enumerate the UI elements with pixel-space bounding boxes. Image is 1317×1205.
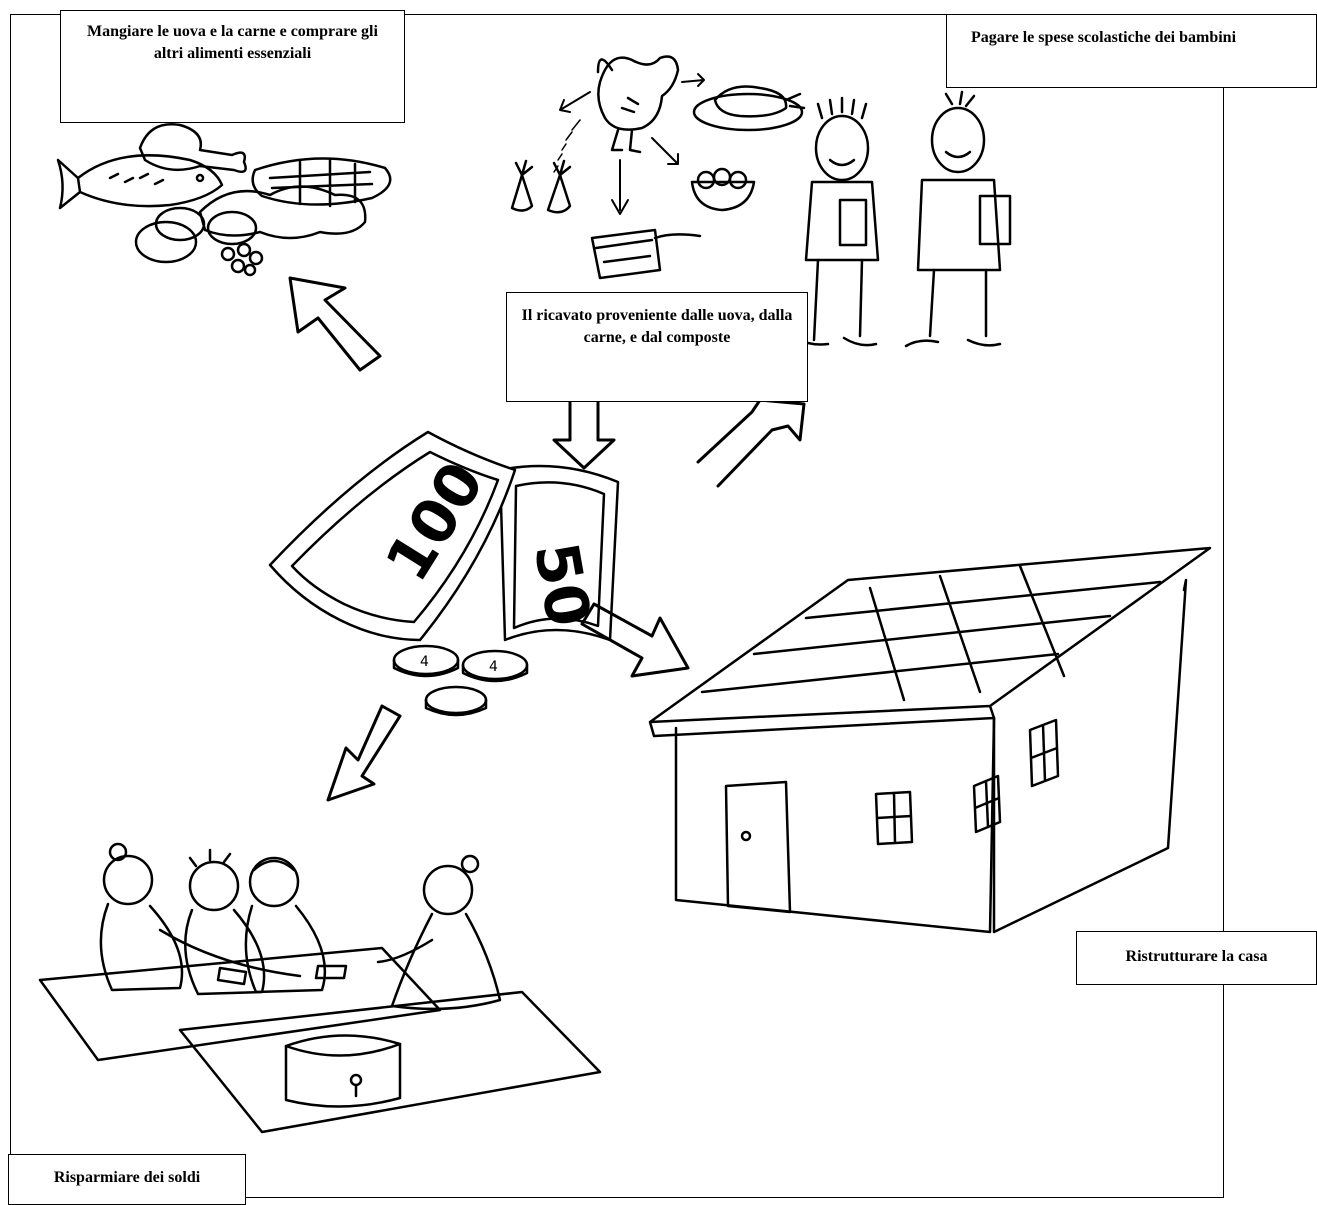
schoolchild-girl-icon: [906, 92, 1010, 346]
arrow-down-to-money: [554, 392, 614, 468]
window-icon: [974, 776, 1000, 832]
label-income: Il ricavato proveniente dalle uova, dall…: [506, 292, 808, 402]
savings-group-illustration: [40, 844, 600, 1132]
coin-mark-1: 4: [420, 654, 429, 670]
label-house: Ristrutturare la casa: [1076, 931, 1317, 985]
label-food: Mangiare le uova e la carne e comprare g…: [60, 10, 405, 123]
schoolchildren-illustration: [800, 92, 1010, 346]
house-side-wall: [994, 580, 1186, 932]
arrow-to-savings: [328, 706, 400, 800]
house-roof: [650, 548, 1210, 736]
corn-icon: [253, 158, 391, 206]
eggs-icon: [136, 208, 256, 262]
meat-leg-icon: [140, 124, 246, 172]
arrow-to-food: [290, 278, 380, 370]
carrots-icon: [512, 161, 570, 212]
cash-hand-icon: [592, 230, 700, 278]
fish-icon: [58, 155, 222, 208]
seeds-scatter-icon: [554, 120, 580, 172]
arrow-to-house: [582, 604, 688, 676]
house-front-wall: [676, 718, 994, 932]
banknote-50-value: 50: [520, 537, 603, 631]
roast-chicken-plate-icon: [694, 87, 804, 131]
chicken-icon: [598, 57, 678, 153]
window-icon: [1030, 720, 1058, 786]
woman-figure-icon: [185, 850, 264, 994]
woman-figure-icon: [378, 856, 500, 1009]
window-icon: [876, 792, 912, 844]
banknote-100-icon: 100: [270, 432, 515, 640]
door-knob-icon: [742, 832, 750, 840]
food-illustration: [58, 124, 390, 275]
diagram-frame: [10, 14, 1224, 1198]
cycle-arrows: [560, 74, 704, 214]
bread-icon: [200, 187, 365, 239]
money-illustration: 50 100 4 4: [270, 432, 618, 715]
chicken-cycle-illustration: [512, 57, 804, 279]
coin-mark-2: 4: [489, 659, 498, 675]
nuts-icon: [222, 244, 262, 275]
coins-icon: 4 4: [394, 646, 527, 715]
arrow-to-school: [698, 400, 804, 486]
banknote-50-icon: 50: [500, 466, 618, 640]
door-icon: [726, 782, 790, 912]
handing-money-icon: [160, 930, 346, 984]
house-illustration: [650, 548, 1210, 932]
flow-arrows: [290, 278, 804, 800]
woman-figure-icon: [101, 844, 182, 990]
label-school-fees: Pagare le spese scolastiche dei bambini: [946, 14, 1317, 88]
cash-box-icon: [286, 1035, 400, 1106]
woman-figure-icon: [246, 858, 325, 992]
label-savings: Risparmiare dei soldi: [8, 1154, 246, 1205]
egg-bowl-icon: [692, 169, 754, 210]
mat-icon: [180, 992, 600, 1132]
schoolchild-boy-icon: [800, 98, 878, 345]
